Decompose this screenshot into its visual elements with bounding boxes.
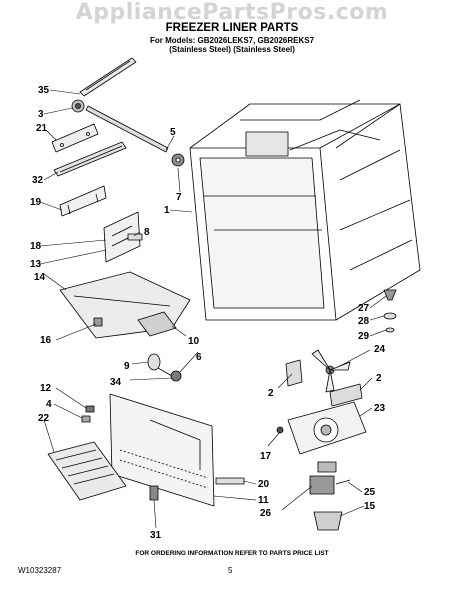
callout-32: 32 <box>32 175 44 186</box>
callout-27: 27 <box>358 303 370 314</box>
document-number: W10323287 <box>18 566 62 575</box>
callout-14: 14 <box>34 272 46 283</box>
callout-28: 28 <box>358 316 370 327</box>
page-title: FREEZER LINER PARTS <box>165 22 299 34</box>
callout-13: 13 <box>30 259 42 270</box>
callout-12: 12 <box>40 383 52 394</box>
part-19-bracket <box>59 185 107 217</box>
part-27-damper <box>383 289 397 333</box>
callout-4: 4 <box>46 399 52 410</box>
callout-7: 7 <box>176 192 182 203</box>
part-22-grille <box>47 441 127 501</box>
callout-11: 11 <box>258 495 269 506</box>
finish-line: (Stainless Steel) (Stainless Steel) <box>169 45 295 54</box>
part-1-liner <box>189 99 421 321</box>
part-31-clip <box>149 485 159 501</box>
callout-25: 25 <box>364 487 376 498</box>
part-2-pad <box>285 359 363 407</box>
part-12-screw <box>81 405 95 423</box>
callout-23: 23 <box>374 403 386 414</box>
callout-16: 16 <box>40 335 52 346</box>
part-10-insulation <box>137 311 177 337</box>
callout-labels: 35 3 21 5 32 7 19 1 18 8 13 14 27 28 29 … <box>30 85 386 541</box>
part-21-bracket <box>51 123 99 153</box>
part-24-fan-blade <box>311 349 351 393</box>
ordering-note: FOR ORDERING INFORMATION REFER TO PARTS … <box>135 550 329 557</box>
callout-35: 35 <box>38 85 50 96</box>
callout-20: 20 <box>258 479 270 490</box>
callout-2b: 2 <box>376 373 382 384</box>
callout-9: 9 <box>124 361 130 372</box>
part-7-knob <box>171 153 185 167</box>
callout-6: 6 <box>196 352 202 363</box>
callout-8: 8 <box>144 227 150 238</box>
part-15-bracket <box>313 511 343 531</box>
callout-19: 19 <box>30 197 42 208</box>
leader-lines <box>39 89 387 529</box>
callout-17: 17 <box>260 451 272 462</box>
callout-15: 15 <box>364 501 376 512</box>
part-11-panel <box>109 393 215 507</box>
callout-22: 22 <box>38 413 50 424</box>
part-20-strip <box>215 477 245 485</box>
watermark: AppliancePartsPros.com <box>75 0 389 25</box>
part-35-rail <box>79 57 137 97</box>
part-3-knob <box>71 99 85 113</box>
callout-26: 26 <box>260 508 272 519</box>
callout-5: 5 <box>170 127 176 138</box>
part-16-clip <box>93 317 103 327</box>
page-number: 5 <box>228 566 233 575</box>
part-25-motor <box>309 461 351 495</box>
part-8-clip <box>127 233 143 241</box>
part-5-rod <box>85 105 169 153</box>
models-line: For Models: GB2026LEKS7, GB2026REKS7 <box>149 36 315 45</box>
part-17-screw <box>276 426 284 434</box>
callout-18: 18 <box>30 241 42 252</box>
callout-21: 21 <box>36 123 48 134</box>
callout-3: 3 <box>38 109 44 120</box>
part-32-track <box>53 141 127 177</box>
callout-24: 24 <box>374 344 386 355</box>
callout-34: 34 <box>110 377 122 388</box>
part-23-fan-housing <box>287 401 367 455</box>
model-info: For Models: GB2026LEKS7, GB2026REKS7 (St… <box>0 36 464 54</box>
callout-1: 1 <box>164 205 170 216</box>
callout-29: 29 <box>358 331 370 342</box>
callout-31: 31 <box>150 530 162 541</box>
part-9-socket <box>147 353 182 382</box>
callout-10: 10 <box>188 336 200 347</box>
callout-2a: 2 <box>268 388 274 399</box>
